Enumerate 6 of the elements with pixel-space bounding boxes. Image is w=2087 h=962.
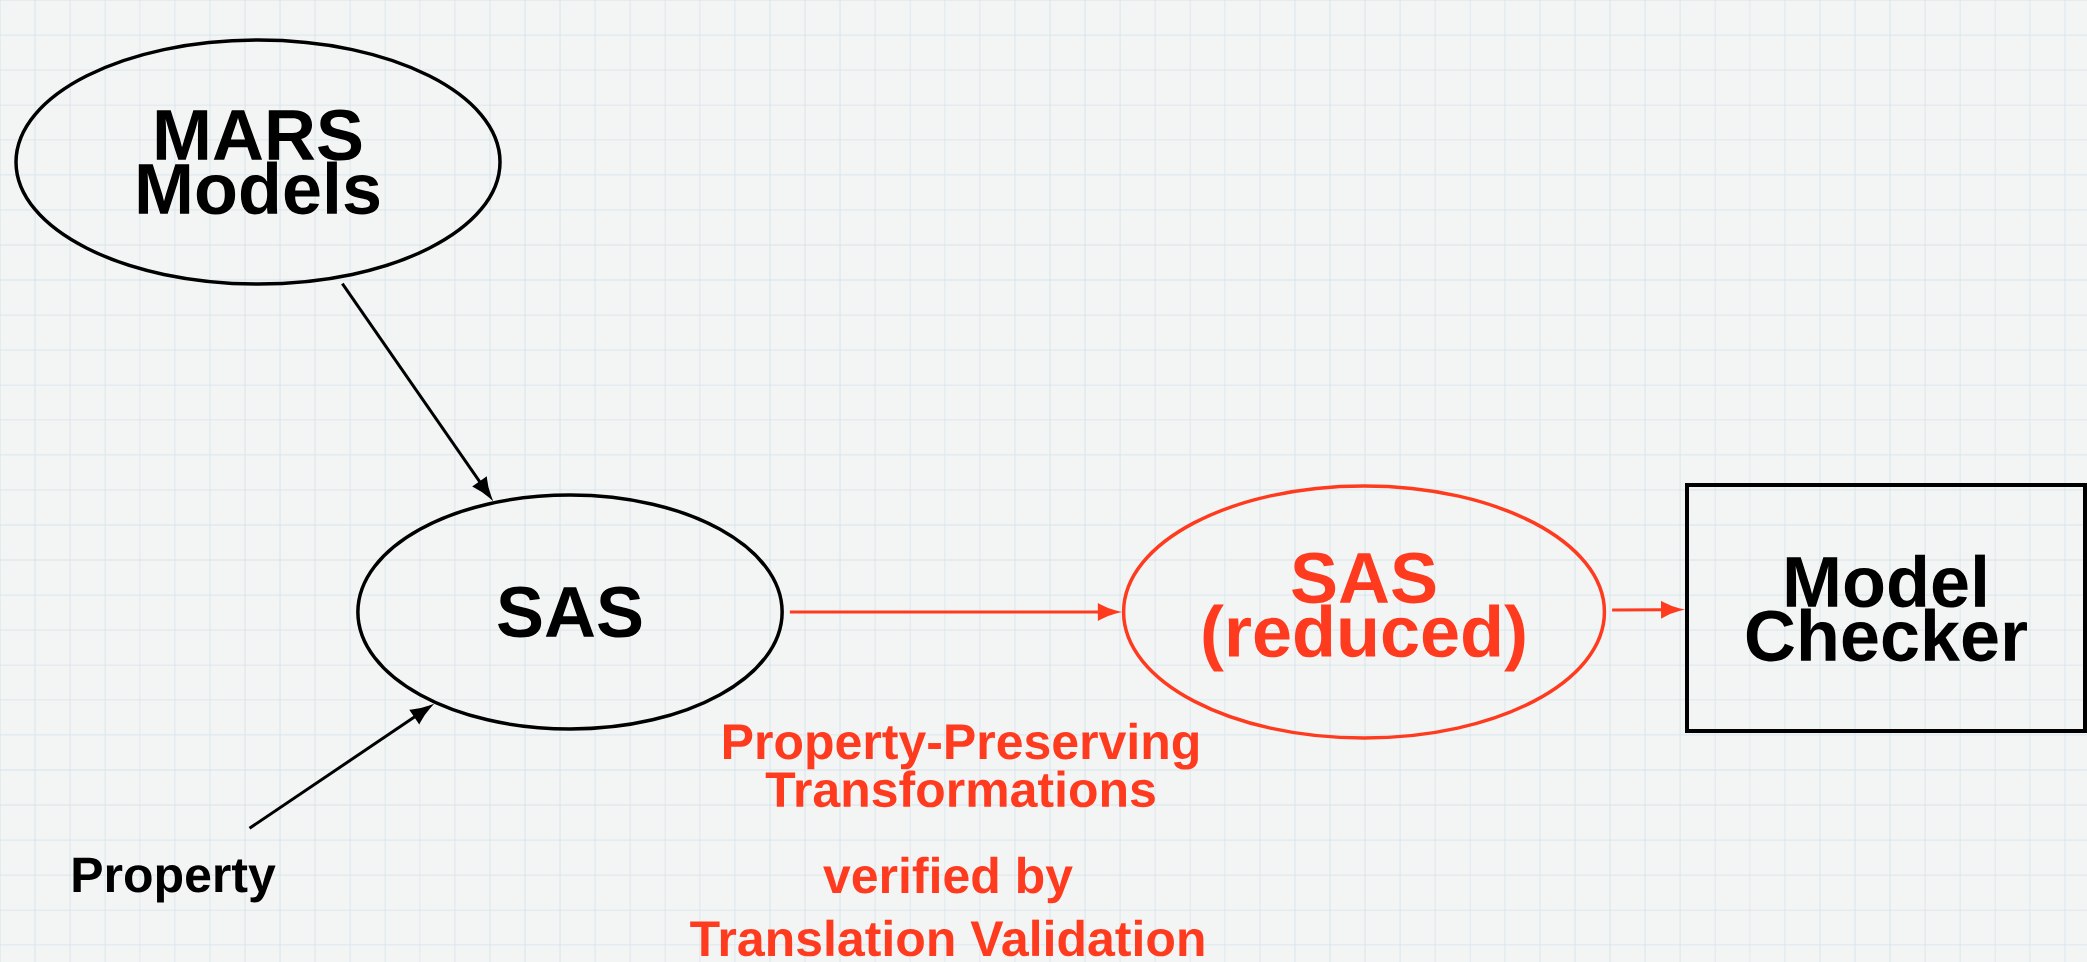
annotation-text: Translation Validation: [690, 919, 1204, 957]
process-box: Model Checker: [1685, 483, 2087, 733]
arrow: [248, 705, 431, 830]
annotation-text: verified by: [823, 856, 1073, 904]
ellipse-node: MARS Models: [14, 38, 502, 286]
text-label: Property: [73, 857, 276, 903]
